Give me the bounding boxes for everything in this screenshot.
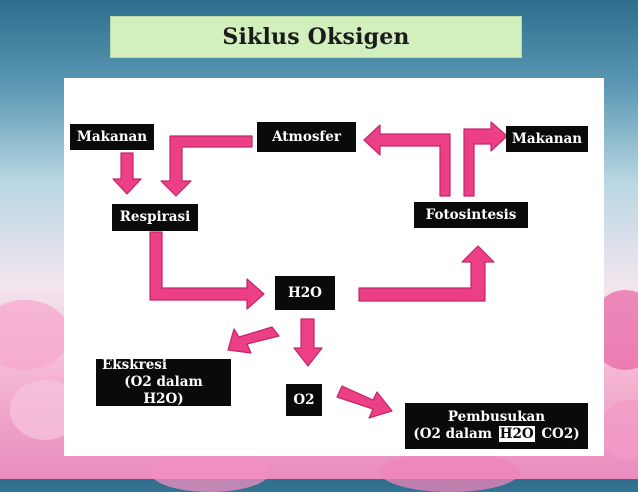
arrow-h2o-to-ekskresi bbox=[227, 326, 280, 354]
node-makanan-right: Makanan bbox=[506, 126, 588, 152]
node-makanan-left: Makanan bbox=[70, 124, 154, 150]
arrow-fotosintesis-to-makanan bbox=[463, 121, 508, 197]
arrows-layer bbox=[112, 121, 508, 419]
background-flower bbox=[0, 300, 70, 370]
node-fotosintesis: Fotosintesis bbox=[414, 202, 528, 228]
node-atmosfer: Atmosfer bbox=[257, 122, 356, 152]
pembusukan-o2-part: (O2 dalam bbox=[413, 426, 492, 442]
arrow-fotosintesis-to-atmosfer bbox=[363, 124, 451, 197]
title-banner: Siklus Oksigen bbox=[110, 16, 522, 58]
pembusukan-title: Pembusukan bbox=[447, 409, 546, 426]
arrow-respirasi-to-h2o bbox=[149, 231, 265, 310]
node-o2: O2 bbox=[286, 384, 322, 416]
arrow-makanan-to-respirasi bbox=[112, 152, 142, 195]
pembusukan-co2-part: CO2) bbox=[541, 426, 580, 442]
background-flower bbox=[150, 452, 270, 492]
node-respirasi: Respirasi bbox=[112, 204, 198, 231]
arrow-h2o-to-o2 bbox=[293, 318, 323, 367]
arrow-atmosfer-to-respirasi bbox=[160, 135, 253, 197]
diagram-panel: Makanan Atmosfer Makanan Respirasi Fotos… bbox=[64, 78, 604, 456]
arrow-o2-to-pembusukan bbox=[336, 385, 393, 419]
node-h2o: H2O bbox=[275, 276, 335, 310]
background-flower bbox=[600, 400, 638, 460]
pembusukan-h2o-part: H2O bbox=[498, 426, 535, 442]
ekskresi-title: Ekskresi bbox=[102, 357, 168, 374]
background-flower bbox=[380, 452, 520, 492]
pembusukan-detail: (O2 dalam H2O CO2) bbox=[413, 426, 580, 443]
arrow-h2o-to-fotosintesis bbox=[358, 245, 495, 302]
page-title: Siklus Oksigen bbox=[222, 24, 410, 50]
node-ekskresi: Ekskresi (O2 dalam H2O) bbox=[96, 357, 231, 407]
ekskresi-detail: (O2 dalam H2O) bbox=[124, 374, 203, 407]
node-pembusukan: Pembusukan (O2 dalam H2O CO2) bbox=[405, 403, 588, 449]
